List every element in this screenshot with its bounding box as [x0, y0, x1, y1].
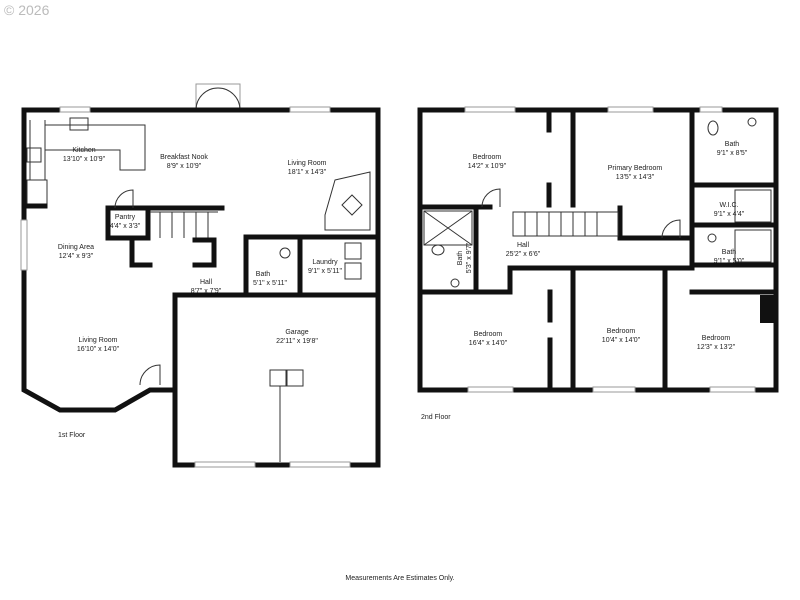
room-name: Pantry [115, 214, 136, 221]
first-floor-plan [20, 83, 381, 468]
second-floor-plan [417, 106, 779, 393]
room-dims: 25'2" x 6'6" [506, 251, 541, 258]
room-dims: 5'3" x 9'7" [466, 242, 473, 273]
room-dims: 12'4" x 9'3" [59, 253, 94, 260]
room-name: W.I.C. [719, 202, 738, 209]
room-name: Garage [285, 329, 308, 336]
room-name: Bedroom [473, 154, 502, 161]
room-name: Laundry [312, 259, 338, 266]
room-name: Bedroom [607, 328, 636, 335]
room-name: Hall [517, 242, 530, 249]
room-name: Living Room [79, 337, 118, 344]
room-dims: 14'2" x 10'9" [468, 163, 507, 170]
room-dims: 8'9" x 10'9" [167, 163, 202, 170]
room-name: Bath [725, 141, 740, 148]
room-dims: 12'3" x 13'2" [697, 344, 736, 351]
copyright-watermark: © 2026 [4, 2, 50, 18]
room-dims: 4'4" x 3'3" [110, 223, 141, 230]
room-dims: 13'10" x 10'9" [63, 156, 106, 163]
measurements-disclaimer: Measurements Are Estimates Only. [345, 575, 455, 582]
room-name: Primary Bedroom [608, 165, 663, 172]
room-dims: 10'4" x 14'0" [602, 337, 641, 344]
first-floor-labels: Kitchen 13'10" x 10'9" Breakfast Nook 8'… [58, 147, 343, 353]
room-name: Hall [200, 279, 213, 286]
french-door [195, 83, 241, 111]
room-name: Breakfast Nook [160, 154, 208, 161]
room-dims: 13'5" x 14'3" [616, 174, 655, 181]
room-dims: 9'1" x 4'4" [714, 211, 745, 218]
room-dims: 18'1" x 14'3" [288, 169, 327, 176]
room-dims: 22'11" x 19'8" [276, 338, 318, 345]
room-name: Bedroom [474, 331, 503, 338]
room-dims: 5'1" x 5'11" [253, 280, 287, 287]
room-name: Bedroom [702, 335, 731, 342]
room-dims: 16'4" x 14'0" [469, 340, 508, 347]
room-dims: 9'1" x 8'5" [717, 150, 748, 157]
room-name: Living Room [288, 160, 327, 167]
second-floor-labels: Bedroom 14'2" x 10'9" Primary Bedroom 13… [457, 141, 748, 351]
room-dims: 8'7" x 7'9" [191, 288, 222, 295]
room-name: Bath [256, 271, 271, 278]
room-name: Dining Area [58, 244, 94, 251]
second-floor-label: 2nd Floor [421, 414, 451, 421]
room-name: Bath [457, 251, 464, 266]
room-dims: 16'10" x 14'0" [77, 346, 120, 353]
room-dims: 9'1" x 5'0" [714, 258, 745, 265]
first-floor-label: 1st Floor [58, 432, 86, 439]
room-name: Bath [722, 249, 737, 256]
room-name: Kitchen [72, 147, 95, 154]
room-dims: 9'1" x 5'11" [308, 268, 342, 275]
